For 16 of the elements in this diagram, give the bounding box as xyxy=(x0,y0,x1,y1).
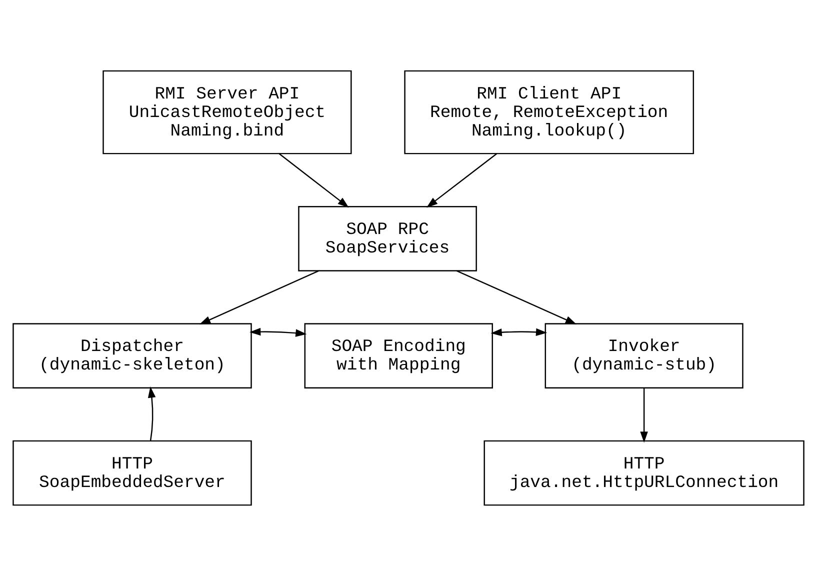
arrow xyxy=(250,327,307,336)
arrow xyxy=(490,328,548,336)
arrow xyxy=(640,388,648,442)
node-box: Invoker (dynamic-stub) xyxy=(544,322,744,388)
node-box: HTTP SoapEmbeddedServer xyxy=(12,440,252,506)
arrow xyxy=(148,386,156,440)
node-box: SOAP Encoding with Mapping xyxy=(304,322,493,388)
arrow xyxy=(278,152,349,208)
arrow xyxy=(426,152,498,208)
arrow xyxy=(456,270,577,324)
node-box: RMI Server API UnicastRemoteObject Naming.bind xyxy=(102,70,352,154)
node-box: SOAP RPC SoapServices xyxy=(298,205,477,271)
node-box: Dispatcher (dynamic-skeleton) xyxy=(12,322,252,388)
node-box: HTTP java.net.HttpURLConnection xyxy=(484,440,804,506)
arrow xyxy=(199,270,320,324)
node-box: RMI Client API Remote, RemoteException Naming.lookup() xyxy=(404,70,694,154)
